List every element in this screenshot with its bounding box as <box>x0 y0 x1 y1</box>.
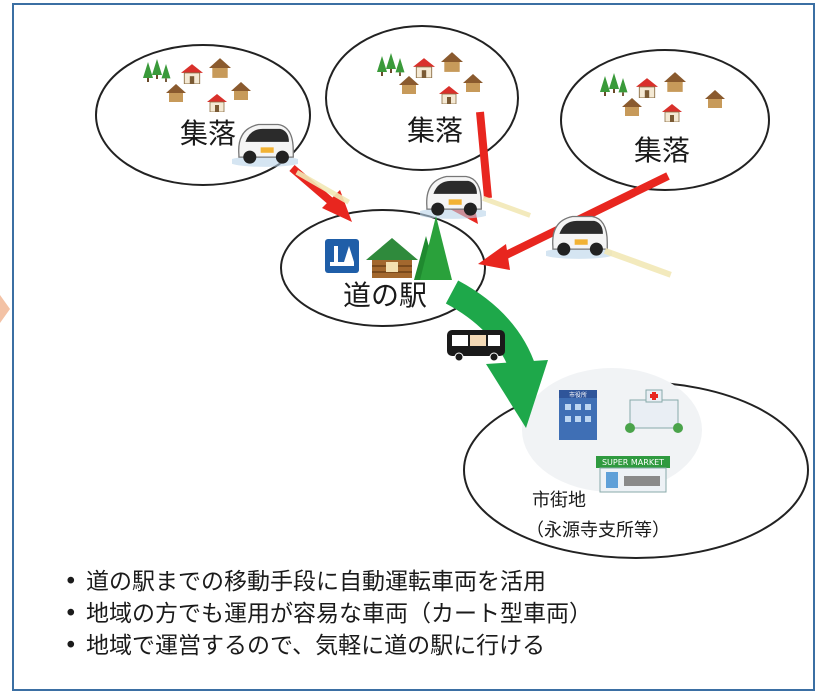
motion-stripes <box>295 170 672 278</box>
bullet-text: 地域で運営するので、気軽に道の駅に行ける <box>86 633 546 659</box>
green-arrow <box>445 280 548 428</box>
hospital-building-icon <box>625 389 683 433</box>
side-marker <box>0 295 10 323</box>
village-label-left: 集落 <box>180 117 236 150</box>
pine-trees-icon <box>414 216 452 280</box>
bullet-item: •地域で運営するので、気軽に道の駅に行ける <box>64 633 546 659</box>
village-label-middle: 集落 <box>407 114 463 147</box>
town-label-line2: （永源寺支所等） <box>526 520 670 541</box>
village-ellipse-middle <box>325 25 519 171</box>
city-hall-building-icon: 市役所 <box>559 390 597 440</box>
road-station-sign-icon <box>325 239 359 273</box>
supermarket-sign: SUPER MARKET <box>602 458 664 467</box>
bus-icon <box>447 330 505 362</box>
bullet-item: •道の駅までの移動手段に自動運転車両を活用 <box>64 569 546 595</box>
autonomous-cart-middle <box>420 175 486 220</box>
bullet-text: 地域の方でも運用が容易な車両（カート型車両） <box>86 601 592 627</box>
bullet-list: •道の駅までの移動手段に自動運転車両を活用 •地域の方でも運用が容易な車両（カー… <box>64 566 592 662</box>
bullet-item: •地域の方でも運用が容易な車両（カート型車両） <box>64 601 592 627</box>
city-hall-sign: 市役所 <box>569 391 587 399</box>
supermarket-building-icon: SUPER MARKET <box>596 456 670 493</box>
bullet-text: 道の駅までの移動手段に自動運転車両を活用 <box>86 569 546 595</box>
town-label-line1: 市街地 <box>532 490 586 511</box>
log-cabin-icon <box>366 238 418 278</box>
village-label-right: 集落 <box>634 134 690 167</box>
station-label: 道の駅 <box>343 279 427 312</box>
